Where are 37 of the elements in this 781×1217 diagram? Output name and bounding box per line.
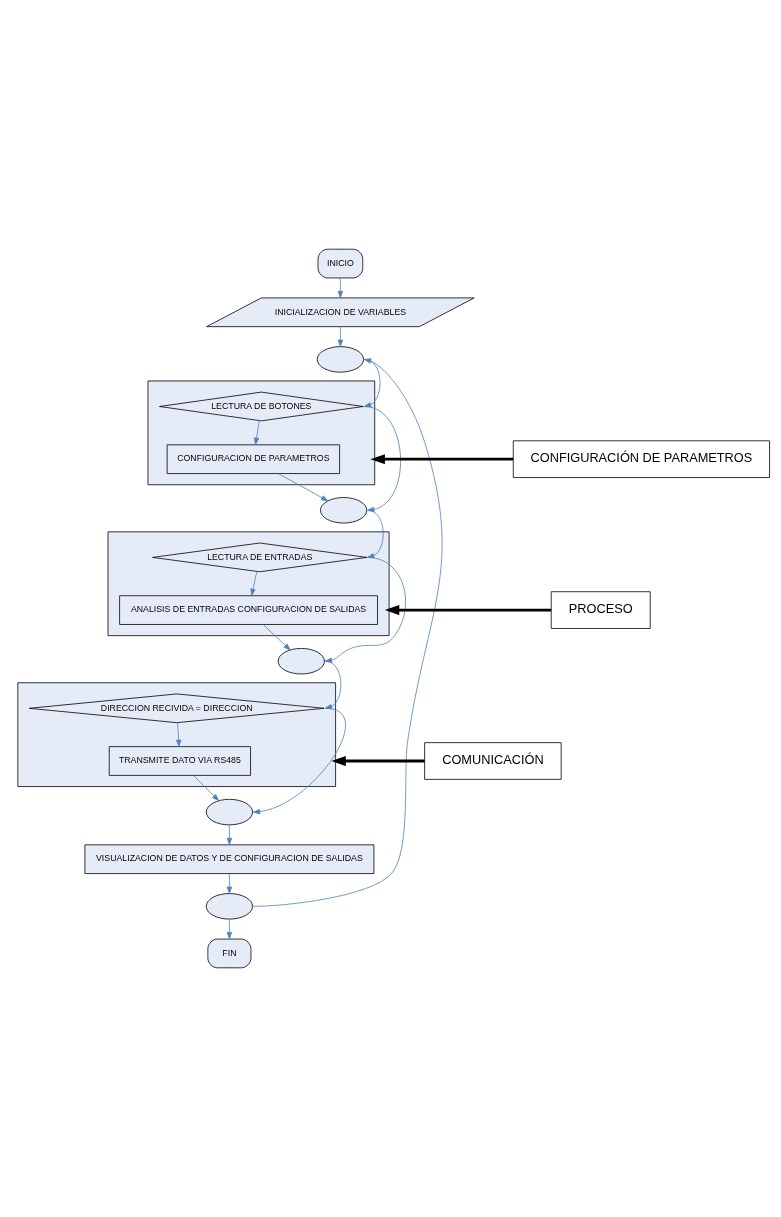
arrow [384, 605, 552, 616]
arrow [250, 571, 258, 596]
node-circle [277, 648, 325, 675]
node-box: VISUALIZACION DE DATOS Y DE CONFIGURACION DE SALIDAS [84, 844, 375, 874]
arrow [331, 755, 425, 767]
node-diamond: LECTURA DE ENTRADAS [152, 542, 368, 573]
arrow [367, 509, 384, 559]
arrow [226, 824, 233, 845]
arrow [226, 873, 233, 894]
arrow [193, 775, 220, 801]
node-box: CONFIGURACIÓN DE PARAMETROS [512, 440, 770, 478]
cluster [107, 531, 390, 637]
node-diamond: DIRECCION RECIVIDA = DIRECCION [28, 693, 325, 724]
arrow [252, 707, 346, 815]
arrow [226, 918, 233, 940]
arrow [176, 722, 182, 747]
arrow [337, 277, 344, 299]
node-circle [316, 346, 364, 373]
node-diamond: LECTURA DE BOTONES [159, 391, 364, 422]
arrow [324, 557, 407, 663]
node-box: CONFIGURACION DE PARAMETROS [166, 444, 340, 474]
node-box: PROCESO [550, 591, 651, 629]
arrow [277, 473, 329, 502]
arrow [253, 420, 260, 445]
arrow [262, 624, 291, 651]
node-box: INICIO [317, 248, 364, 279]
node-circle [205, 893, 253, 920]
arrow [363, 406, 401, 513]
node-box: ANALISIS DE ENTRADAS CONFIGURACION DE SALIDAS [119, 595, 378, 625]
arrow [370, 454, 514, 465]
node-box: FIN [207, 938, 252, 969]
arrow [252, 358, 443, 907]
node-circle [205, 798, 253, 826]
cluster [147, 380, 376, 486]
node-box: COMUNICACIÓN [424, 742, 562, 780]
node-box: TRANSMITE DATO VIA RS485 [108, 746, 251, 776]
arrow [337, 326, 344, 347]
